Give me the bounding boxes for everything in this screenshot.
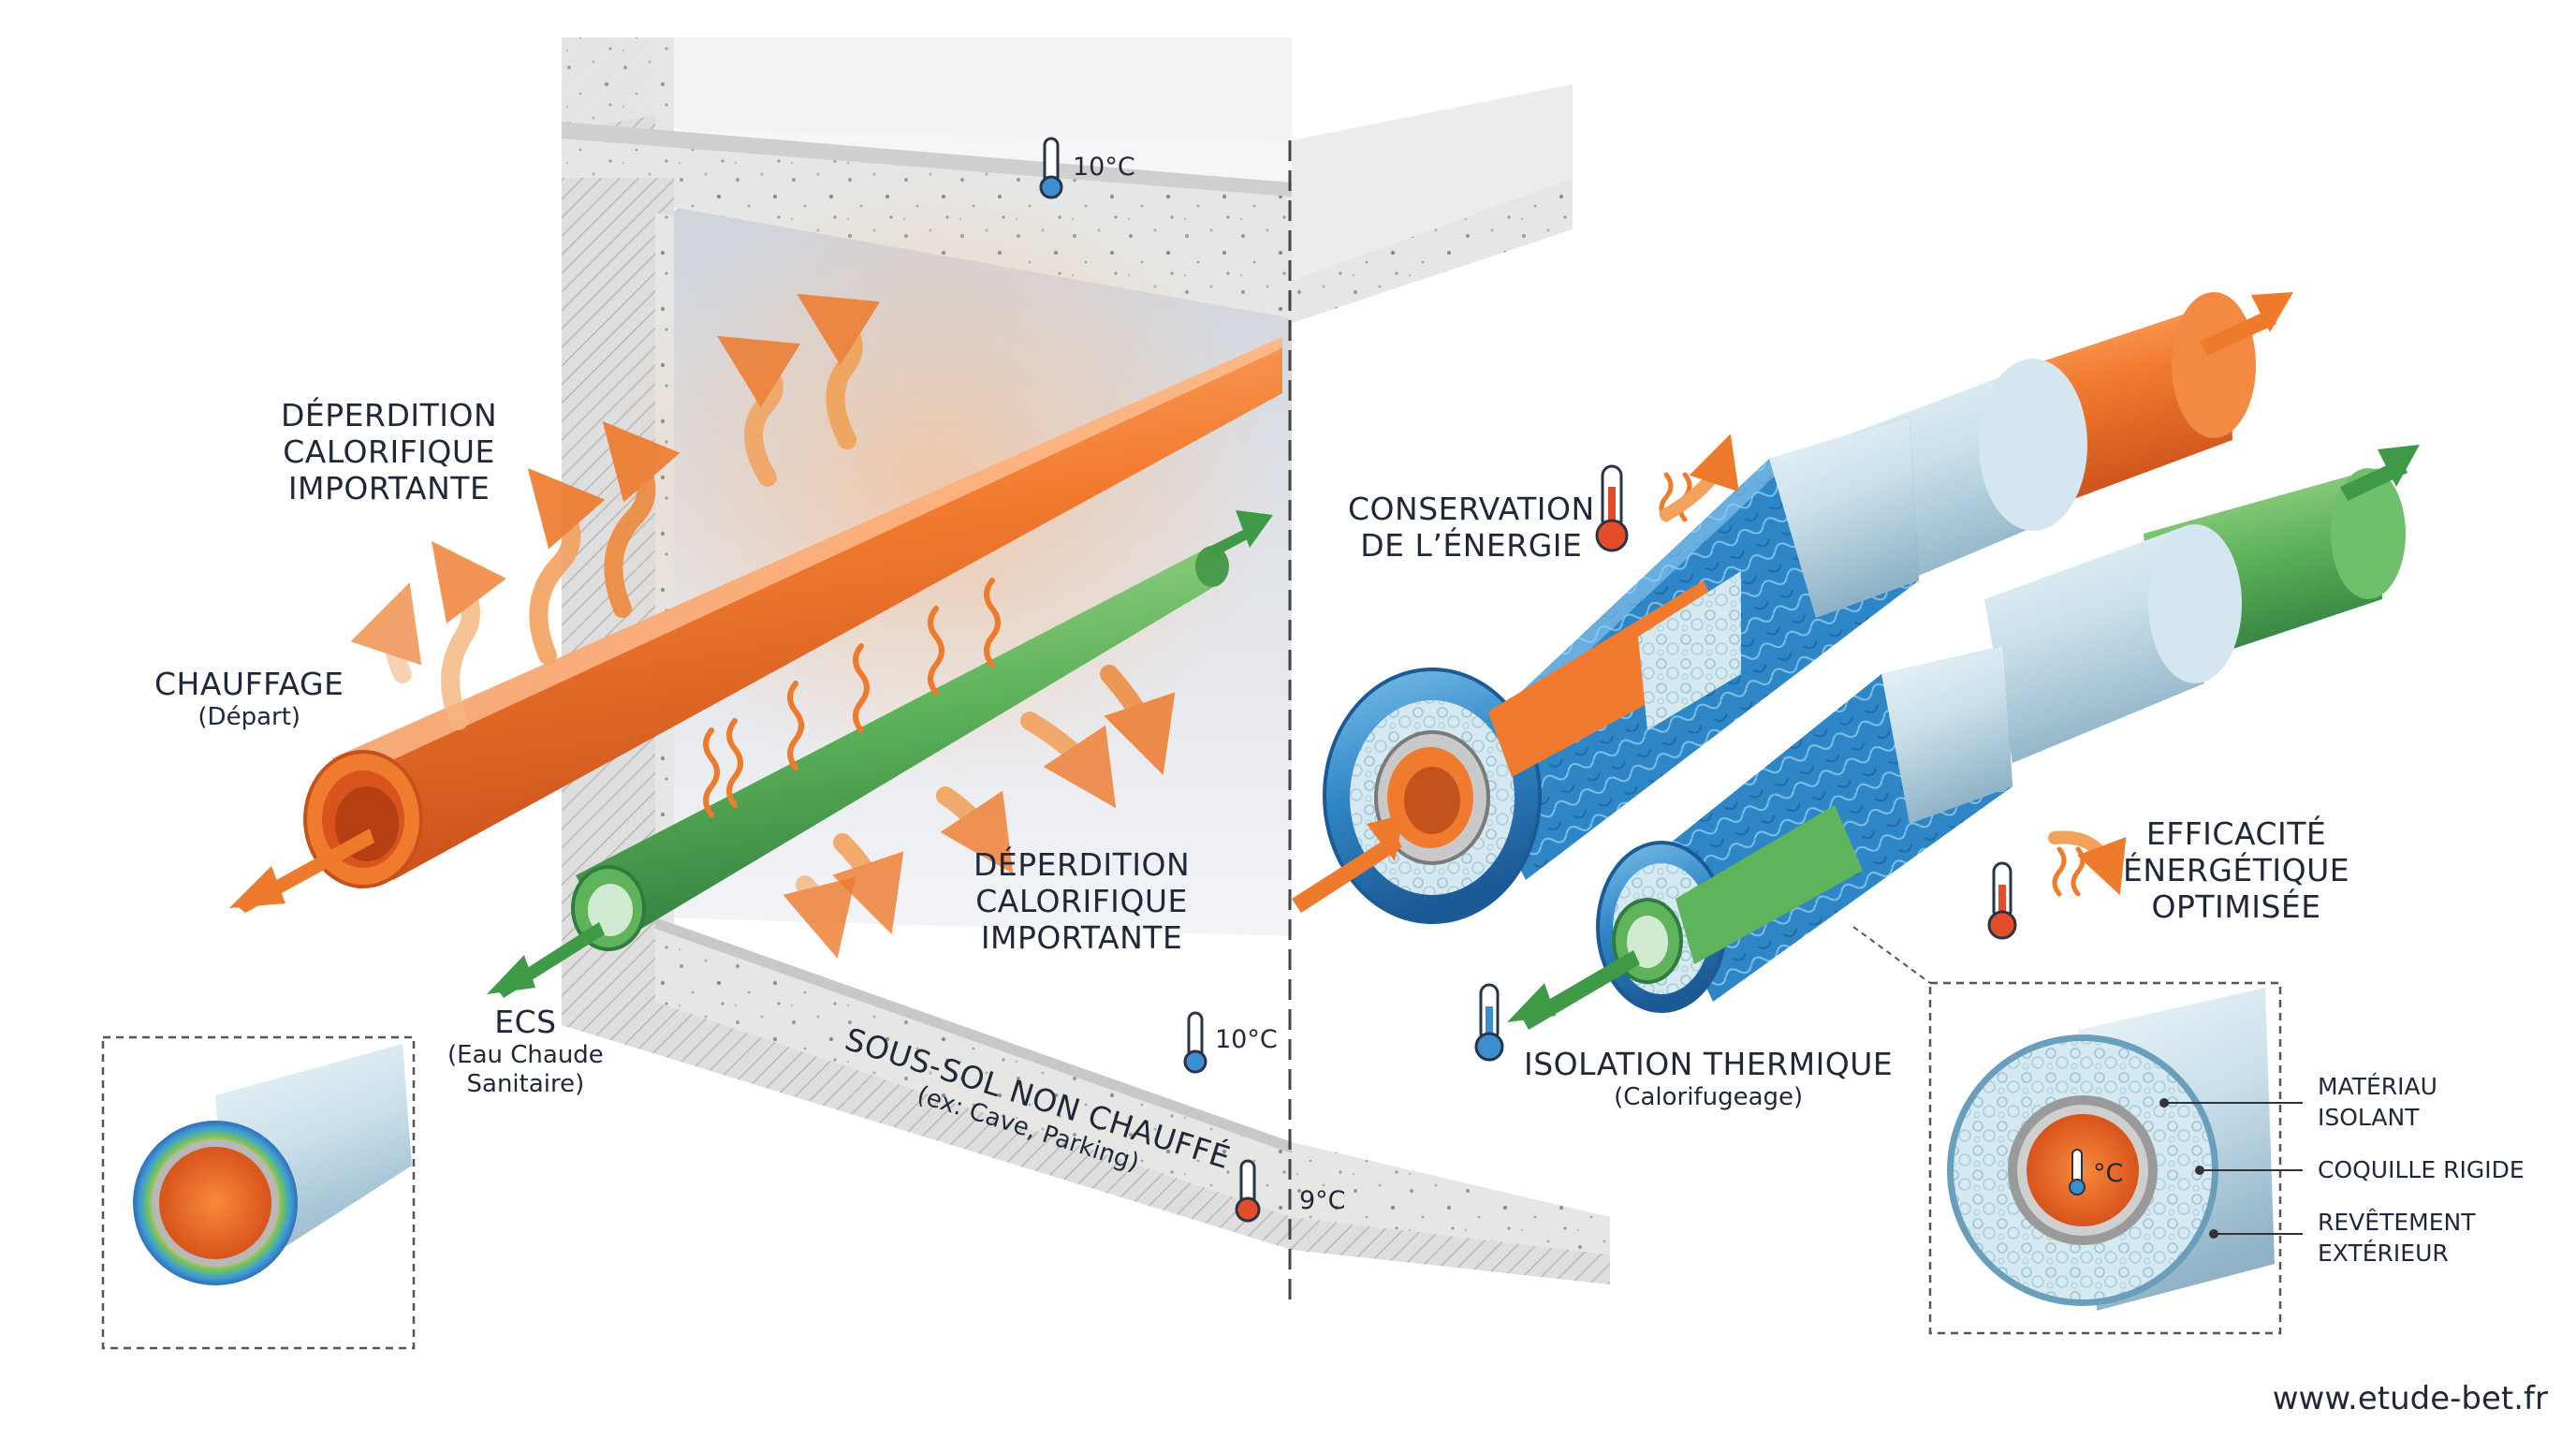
legend-material: MATÉRIAU ISOLANT: [2318, 1073, 2437, 1131]
thermometer-icon-bottom: [1235, 1159, 1261, 1223]
thermometer-icons: [1039, 137, 2017, 1223]
flow-arrows-right: [1292, 292, 2420, 1030]
ecs-label: ECS (Eau Chaude Sanitaire): [447, 1004, 604, 1098]
legend-shell: COQUILLE RIGIDE: [2318, 1156, 2525, 1183]
insulated-heating-pipe: [1323, 292, 2256, 924]
inset-insulated-pipe: [1852, 926, 2303, 1335]
conservation-label: CONSERVATION DE L’ÉNERGIE: [1348, 491, 1595, 564]
heat-loss-label-top: DÉPERDITION CALORIFIQUE IMPORTANTE: [281, 397, 498, 506]
thermometer-icon-top: [1039, 137, 1063, 199]
efficacite-label: EFFICACITÉ ÉNERGÉTIQUE OPTIMISÉE: [2123, 815, 2350, 925]
website-footer: www.etude-bet.fr: [2272, 1380, 2548, 1417]
heat-loss-arrows: [350, 293, 1176, 959]
thermometer-icon-middle: [1183, 1011, 1208, 1074]
thermometer-icon-efficacite: [1987, 861, 2017, 940]
warm-curl-arrows: [1659, 433, 2127, 897]
inset-bare-pipe: [101, 1035, 416, 1350]
heat-loss-label-middle: DÉPERDITION CALORIFIQUE IMPORTANTE: [973, 846, 1191, 956]
thermometer-icon-conservation: [1595, 464, 1629, 552]
legend-coating: REVÊTEMENT EXTÉRIEUR: [2318, 1209, 2476, 1267]
uninsulated-heating-pipe: [303, 337, 1282, 888]
temperature-top: 10°C: [1073, 153, 1135, 182]
temperature-bottom: 9°C: [1299, 1186, 1346, 1215]
temperature-middle: 10°C: [1215, 1025, 1278, 1054]
isolation-label: ISOLATION THERMIQUE (Calorifugeage): [1524, 1046, 1894, 1111]
flow-arrows-left: [229, 510, 1273, 998]
temperature-pipe-core: °C: [2093, 1159, 2124, 1188]
thermometer-icon-isolation: [1474, 983, 1504, 1062]
chauffage-label: CHAUFFAGE (Départ): [154, 666, 344, 731]
heat-squiggles: [703, 578, 1001, 817]
